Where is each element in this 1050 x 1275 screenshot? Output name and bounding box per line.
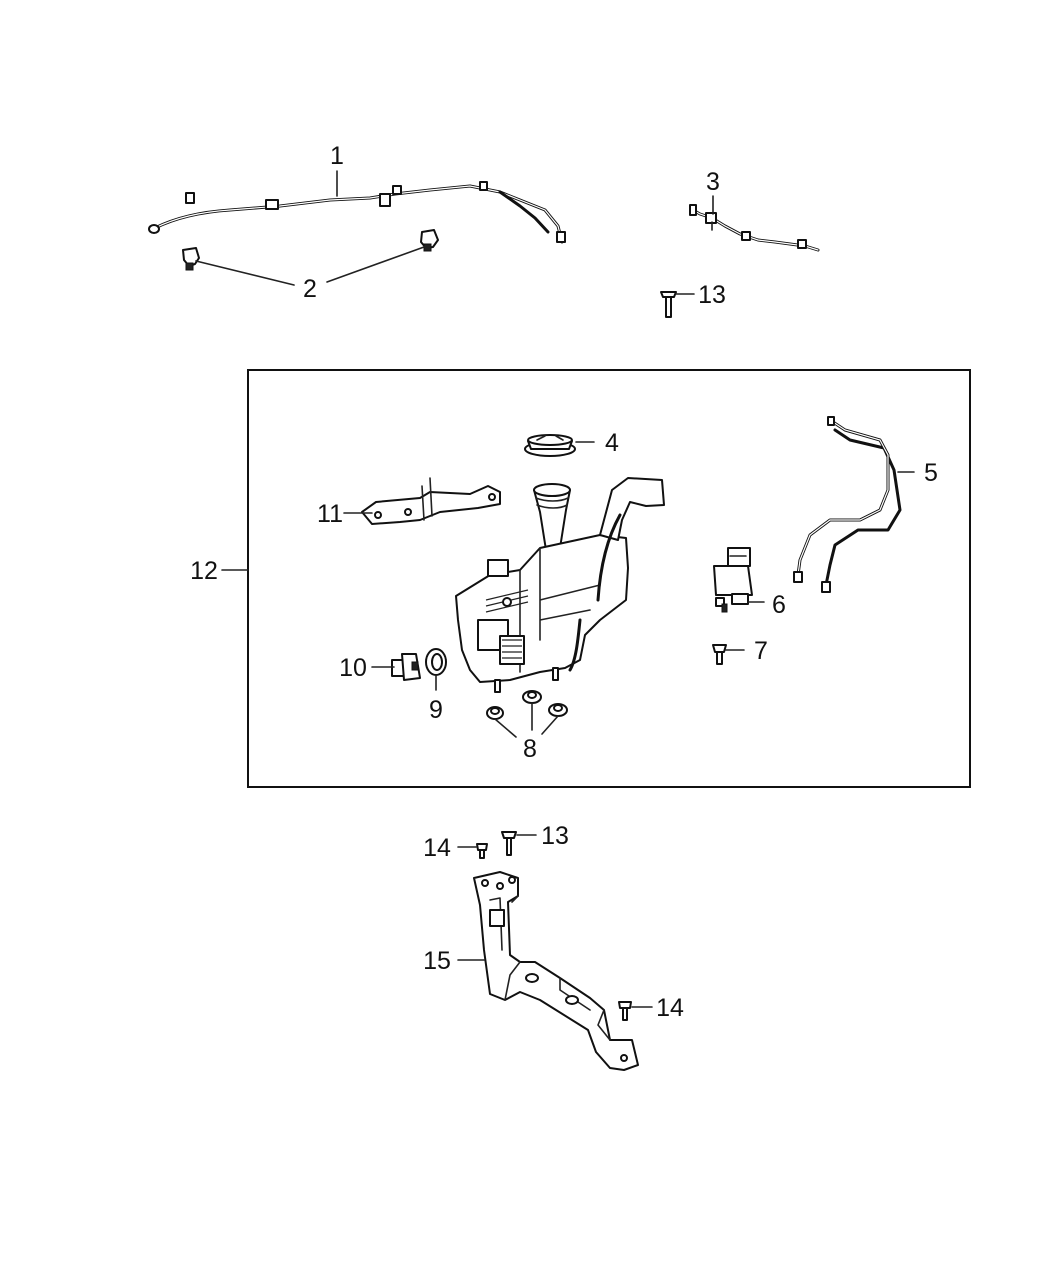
washer-reservoir-tank[interactable] — [455, 477, 665, 693]
grommet-part-8-middle[interactable] — [522, 690, 542, 704]
callout-3: 3 — [706, 168, 720, 196]
callout-14-right: 14 — [656, 994, 684, 1022]
washer-nozzle-part-2-right[interactable] — [420, 229, 439, 252]
washer-nozzle-part-2-left[interactable] — [182, 247, 200, 271]
washer-hose-part-1[interactable] — [148, 181, 566, 244]
callout-1: 1 — [330, 142, 344, 170]
callout-7: 7 — [754, 637, 768, 665]
washer-hose-part-3[interactable] — [689, 204, 820, 252]
callout-15: 15 — [423, 947, 451, 975]
callout-8: 8 — [523, 735, 537, 763]
callout-4: 4 — [605, 429, 619, 457]
washer-pump-part-6[interactable] — [713, 547, 753, 613]
callout-9: 9 — [429, 696, 443, 724]
reservoir-assembly-box — [247, 369, 971, 788]
grommet-part-9[interactable] — [425, 648, 447, 676]
callout-13-bottom: 13 — [541, 822, 569, 850]
bolt-part-14-right[interactable] — [618, 1001, 632, 1021]
screw-part-7[interactable] — [712, 644, 727, 665]
support-bracket-part-15[interactable] — [473, 871, 639, 1071]
callout-11: 11 — [317, 500, 343, 528]
level-sensor-part-10[interactable] — [391, 653, 421, 681]
bolt-part-13-top[interactable] — [660, 291, 677, 318]
callout-13-top: 13 — [698, 281, 726, 309]
bolt-part-14-top[interactable] — [476, 843, 488, 859]
leader-lines — [195, 170, 915, 1008]
washer-hose-part-5[interactable] — [793, 416, 902, 593]
callout-10: 10 — [339, 654, 367, 682]
callout-2: 2 — [303, 275, 317, 303]
callout-6: 6 — [772, 591, 786, 619]
grommet-part-8-right[interactable] — [548, 703, 568, 717]
bolt-part-13-bottom[interactable] — [501, 831, 517, 856]
bracket-part-11[interactable] — [361, 477, 501, 525]
callout-12: 12 — [190, 557, 218, 585]
reservoir-cap-part-4[interactable] — [524, 434, 576, 457]
grommet-part-8-left[interactable] — [486, 706, 504, 720]
callout-5: 5 — [924, 459, 938, 487]
callout-14-top: 14 — [423, 834, 451, 862]
